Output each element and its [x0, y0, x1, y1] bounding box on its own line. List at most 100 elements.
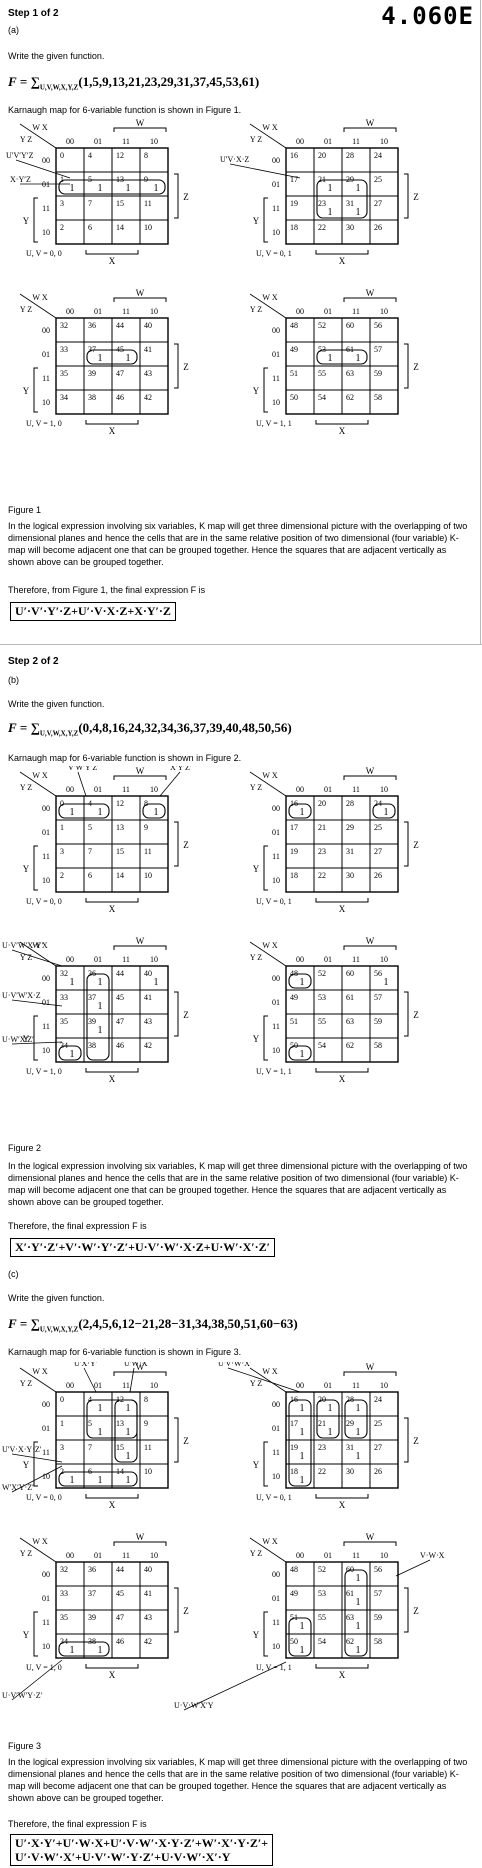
step2-part-b: (b): [8, 675, 19, 685]
kmap-row-header: 00: [42, 326, 50, 335]
step1-title: Step 1 of 2: [8, 8, 59, 19]
kmap-cell-number: 40: [144, 1565, 152, 1574]
kmap-w-bracket: [343, 297, 397, 302]
step2-part-c: (c): [8, 1269, 19, 1279]
kmap-z-bracket: [404, 1587, 409, 1633]
kmap-cell-number: 33: [60, 345, 68, 354]
kmap-w-label: W: [366, 1362, 375, 1372]
kmap-one: 1: [300, 1475, 305, 1486]
kmap-row-header: 01: [42, 828, 50, 837]
kmap-x-bracket: [85, 1664, 139, 1669]
kmap-one: 1: [98, 807, 103, 818]
kmap-cell-number: 2: [60, 1467, 64, 1476]
kmap-cell-number: 60: [346, 969, 354, 978]
kmap-y-label: Y: [23, 386, 30, 396]
kmap-cell-number: 26: [374, 1467, 382, 1476]
kmap-x-label: X: [339, 256, 346, 266]
minterm-list: (1,5,9,13,21,23,29,31,37,45,53,61): [78, 74, 260, 89]
kmap-cell-number: 0: [60, 799, 64, 808]
kmap-one: 1: [328, 353, 333, 364]
kmap-cell-number: 0: [60, 151, 64, 160]
kmap-col-header: 01: [94, 1551, 102, 1560]
kmap-group-loop: [316, 179, 368, 219]
kmap-cell-number: 59: [374, 1017, 382, 1026]
kmap-cell-number: 23: [318, 199, 326, 208]
kmap-cell-number: 45: [116, 1589, 124, 1598]
kmap-cell-number: 32: [60, 1565, 68, 1574]
kmap-cell-number: 59: [374, 369, 382, 378]
step2-explanation: In the logical expression involving six …: [8, 1161, 468, 1207]
kmap-cell-number: 47: [116, 369, 124, 378]
kmap-col-header: 11: [352, 137, 360, 146]
kmap-col-header: 00: [296, 785, 304, 794]
kmap-wx-label: W X: [262, 1537, 277, 1546]
kmap-row-header: 00: [42, 156, 50, 165]
kmap-cell-number: 46: [116, 393, 124, 402]
group-term-label: U·V′W′X·Y′: [2, 941, 43, 950]
step2-function-c: F = ∑U,V,W,X,Y,Z(2,4,5,6,12−21,28−31,34,…: [8, 1316, 298, 1334]
kmap-cell-number: 53: [318, 345, 326, 354]
kmap-col-header: 10: [380, 785, 388, 794]
kmap-w-label: W: [136, 1532, 145, 1542]
kmap-cell-number: 22: [318, 871, 326, 880]
kmap-cell-number: 15: [116, 1443, 124, 1452]
kmap-group-loop: [288, 803, 312, 819]
step2-write: Write the given function.: [8, 699, 105, 709]
kmap-cell-number: 29: [346, 1419, 354, 1428]
divider: [480, 0, 481, 644]
group-term-label: U·V′W′Y·Z′: [2, 1691, 43, 1700]
kmap-cell-number: 11: [144, 847, 152, 856]
kmap-col-header: 11: [352, 1551, 360, 1560]
kmap-row-header: 11: [272, 1022, 280, 1031]
kmap-cell-number: 21: [318, 823, 326, 832]
kmap-wx-label: W X: [32, 941, 47, 950]
kmap-one: 1: [356, 1597, 361, 1608]
kmap-cell-number: 49: [290, 993, 298, 1002]
kmap-row-header: 01: [272, 828, 280, 837]
kmap-y-label: Y: [23, 864, 30, 874]
kmap-col-header: 10: [150, 307, 158, 316]
kmap-y-bracket: [33, 1611, 38, 1657]
kmap-yz-label: Y Z: [250, 1549, 262, 1558]
kmap-row-header: 00: [42, 1570, 50, 1579]
kmap-one: 1: [154, 183, 159, 194]
kmap-corner-line: [19, 123, 57, 149]
step1-part: (a): [8, 25, 19, 35]
kmap-wx-label: W X: [262, 1367, 277, 1376]
kmap-row-header: 10: [42, 228, 50, 237]
kmap-corner-line: [249, 293, 287, 319]
kmap-yz-label: Y Z: [20, 305, 32, 314]
kmap-y-label: Y: [253, 1630, 260, 1640]
kmap-x-bracket: [315, 1068, 369, 1073]
kmap-row-header: 11: [42, 1448, 50, 1457]
step1-write: Write the given function.: [8, 51, 105, 61]
kmap-col-header: 10: [380, 1551, 388, 1560]
kmap-col-header: 00: [296, 955, 304, 964]
kmap-group-loop: [344, 1569, 368, 1657]
group-term-label: V·W·X: [420, 1551, 445, 1560]
kmap-cell-number: 19: [290, 1443, 298, 1452]
kmap-y-label: Y: [253, 216, 260, 226]
kmap-cell-number: 6: [88, 223, 92, 232]
kmap-cell-number: 22: [318, 223, 326, 232]
kmap-cell-number: 63: [346, 1613, 354, 1622]
kmap-yz-label: Y Z: [250, 783, 262, 792]
kmap-cell-number: 42: [144, 393, 152, 402]
kmap-wx-label: W X: [32, 1537, 47, 1546]
kmap-cell-number: 30: [346, 871, 354, 880]
kmap-row-header: 10: [272, 1642, 280, 1651]
kmap-x-label: X: [109, 256, 116, 266]
kmap-col-header: 10: [150, 785, 158, 794]
kmap-one: 1: [300, 977, 305, 988]
kmap-corner-line: [249, 771, 287, 797]
kmap-one: 1: [70, 807, 75, 818]
kmap-cell-number: 44: [116, 1565, 124, 1574]
kmap-cell-number: 31: [346, 199, 354, 208]
kmap-row-header: 01: [272, 1424, 280, 1433]
kmap-yz-label: Y Z: [20, 135, 32, 144]
